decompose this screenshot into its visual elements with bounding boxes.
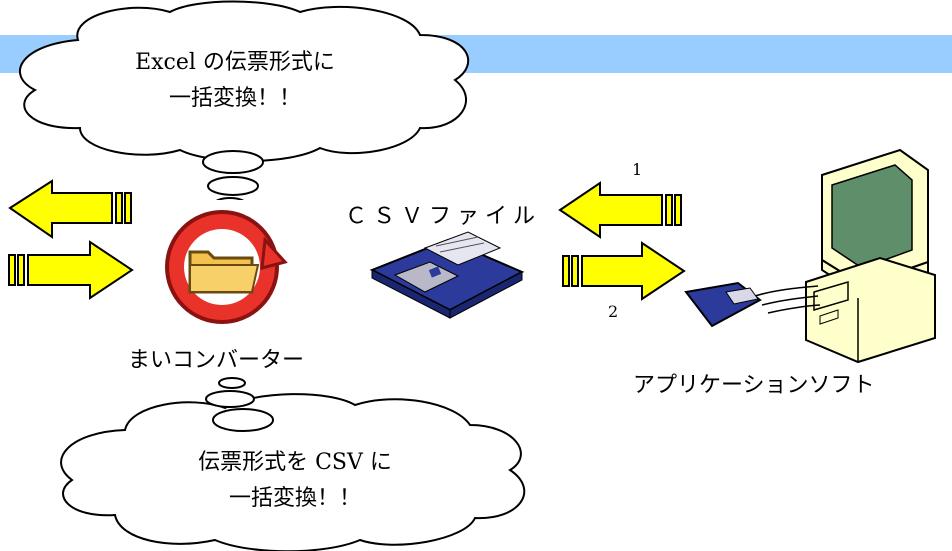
step-1-label: 1: [632, 160, 643, 179]
left-arrow-outgoing: [8, 179, 132, 239]
converter-label: まいコンバーター: [128, 348, 305, 373]
application-label: アプリケーションソフト: [633, 373, 875, 398]
bottom-cloud-text: 伝票形式を CSV に 一括変換！！: [160, 445, 430, 517]
bottom-speech-cloud: [60, 393, 526, 551]
bottom-cloud-line1: 伝票形式を CSV に: [198, 450, 392, 475]
computer-icon: [684, 148, 936, 364]
top-cloud-line2: 一括変換！！: [168, 86, 301, 111]
top-cloud-text: Excel の伝票形式に 一括変換！！: [110, 45, 360, 117]
step-2-label: 2: [608, 302, 619, 321]
bottom-cloud-line2: 一括変換！！: [228, 486, 361, 511]
top-speech-cloud: [18, 0, 470, 162]
top-cloud-line1: Excel の伝票形式に: [135, 50, 335, 75]
arrow-app-to-csv: [558, 181, 682, 239]
bottom-thought-bubbles: [205, 377, 274, 432]
csv-file-label: ＣＳＶファイル: [345, 204, 542, 229]
arrow-csv-to-app: [562, 241, 686, 301]
floppy-disk-icon: [369, 231, 525, 319]
converter-icon: [160, 200, 290, 340]
left-arrow-incoming: [8, 240, 134, 300]
